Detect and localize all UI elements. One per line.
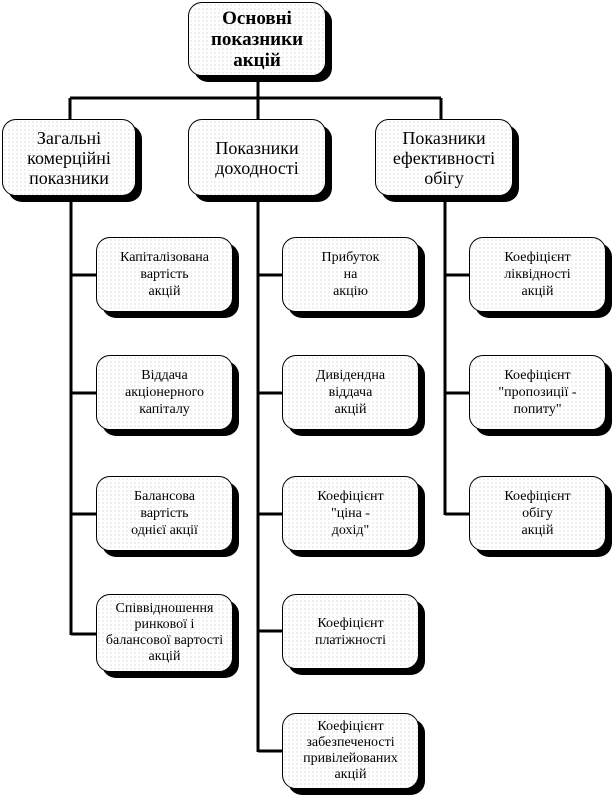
category-profitability: Показники доходності [188, 119, 326, 196]
node-equity-return: Віддача акціонерного капіталу [96, 355, 233, 430]
category-general: Загальні комерційні показники [2, 119, 136, 196]
category-turnover: Показники ефективності обігу [375, 119, 513, 196]
node-earnings-per-share: Прибуток на акцію [282, 237, 419, 312]
node-liquidity-ratio: Коефіцієнт ліквідності акцій [469, 237, 606, 312]
node-price-earnings: Коефіцієнт "ціна - дохід" [282, 476, 419, 551]
node-preferred-coverage: Коефіцієнт забезпеченості привілейованих… [282, 713, 419, 789]
node-market-to-book: Співвідношення ринкової і балансової вар… [96, 594, 233, 672]
node-payout-ratio: Коефіцієнт платіжності [282, 594, 419, 669]
node-dividend-yield: Дивідендна віддача акцій [282, 355, 419, 430]
node-supply-demand: Коефіцієнт "пропозиції - попиту" [469, 355, 606, 430]
node-book-value: Балансова вартість однієї акції [96, 476, 233, 551]
node-turnover-ratio: Коефіцієнт обігу акцій [469, 476, 606, 551]
node-capitalization: Капіталізована вартість акцій [96, 237, 233, 312]
root-node: Основні показники акцій [188, 2, 326, 76]
